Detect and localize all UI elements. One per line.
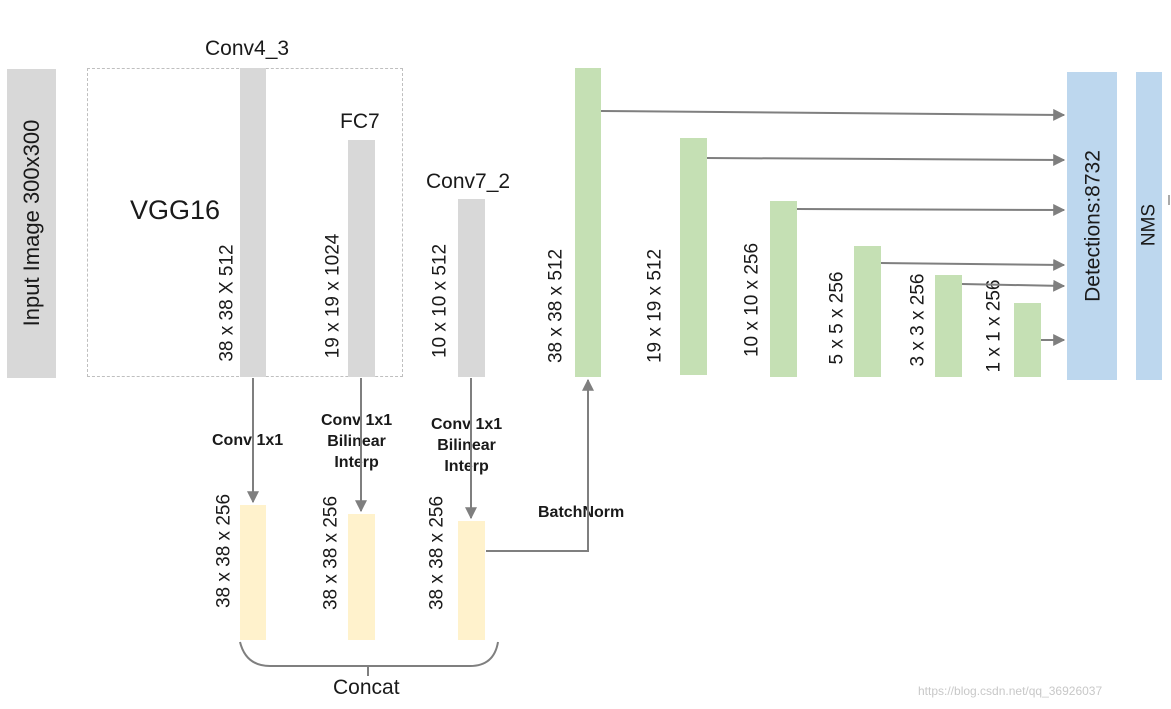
pyramid-map-10: [770, 201, 797, 377]
fused-map-1: [240, 505, 266, 640]
watermark: https://blog.csdn.net/qq_36926037: [918, 684, 1103, 698]
conv7-2-op-line-1: Conv 1x1: [431, 416, 503, 433]
fc7-block: [348, 140, 375, 377]
fc7-op-line-1: Conv 1x1: [321, 412, 393, 429]
nms-block: [1136, 72, 1162, 380]
vgg16-label: VGG16: [130, 195, 221, 225]
detections-block: [1067, 72, 1117, 380]
arrow-p10-to-det: [796, 203, 1066, 216]
pyramid-map-1: [1014, 303, 1041, 377]
arrow-p5-to-det: [880, 258, 1066, 271]
conv7-2-block: [458, 199, 485, 377]
conv7-2-op-line-3: Interp: [444, 457, 489, 475]
conv4-3-label: Conv4_3: [205, 37, 290, 60]
fused-map-2: [348, 514, 375, 640]
pyramid-map-19: [680, 138, 707, 375]
conv4-3-op-line-1: Conv 1x1: [212, 432, 284, 449]
fc7-op-line-3: Interp: [334, 453, 379, 471]
batchnorm-label: BatchNorm: [538, 504, 625, 521]
pyramid-map-3: [935, 275, 962, 377]
fc7-label: FC7: [340, 110, 380, 133]
arrow-batchnorm: [486, 378, 594, 552]
arrow-p38-to-det: [600, 108, 1066, 121]
conv4-3-op-label: Conv 1x1: [212, 431, 283, 452]
pyramid-map-38: [575, 68, 601, 377]
concat-label: Concat: [333, 676, 400, 699]
fc7-op-line-2: Bilinear: [327, 432, 386, 450]
concat-bracket: [239, 641, 499, 667]
conv4-3-block: [240, 68, 266, 377]
arrow-p3-to-det: [961, 279, 1066, 292]
input-image-block: [7, 69, 56, 378]
conv7-2-op-line-2: Bilinear: [437, 436, 496, 454]
conv7-2-op-label: Conv 1x1 Bilinear Interp: [431, 415, 502, 477]
fused-map-3: [458, 521, 485, 640]
arrow-p19-to-det: [706, 153, 1066, 166]
fc7-op-label: Conv 1x1 Bilinear Interp: [321, 411, 392, 473]
conv7-2-label: Conv7_2: [426, 170, 511, 193]
pyramid-map-5: [854, 246, 881, 377]
